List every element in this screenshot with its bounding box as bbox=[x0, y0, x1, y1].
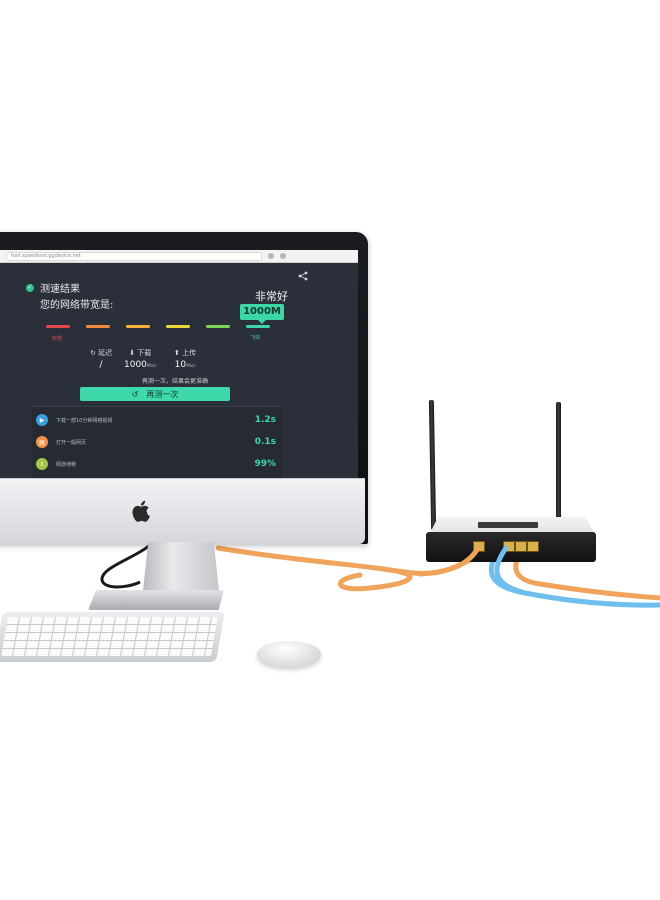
scale-low-label: 较慢 bbox=[52, 336, 63, 342]
blue-plug bbox=[494, 545, 525, 595]
result-title: 测速结果 bbox=[40, 284, 80, 295]
scale-seg-4 bbox=[166, 325, 190, 328]
router-port-lan-3 bbox=[527, 541, 539, 552]
keyboard-keys bbox=[1, 617, 218, 656]
browser-toolbar: tool.speedtest.ggdevice.net bbox=[0, 250, 358, 263]
detail-row: ✌ 网游通畅 99% bbox=[36, 453, 276, 475]
black-power-cable bbox=[100, 534, 160, 589]
retest-button[interactable]: ↺ 再测一次 bbox=[80, 387, 230, 401]
router-antenna-right bbox=[556, 402, 561, 530]
metric-unit: Mb/s bbox=[146, 363, 157, 368]
detail-row: ▤ 打开一般网页 0.1s bbox=[36, 431, 276, 453]
orange-cable-right bbox=[513, 545, 660, 601]
monitor-chin bbox=[0, 478, 365, 544]
detail-row: ▶ 下载一部10分钟网络视频 1.2s bbox=[36, 409, 276, 431]
speed-scale bbox=[46, 325, 282, 329]
browser-menu-icon[interactable] bbox=[268, 253, 274, 259]
retest-tip: 再测一次，结果会更准确 bbox=[141, 378, 208, 385]
download-icon: ⬇ bbox=[129, 349, 138, 357]
blue-cable bbox=[488, 545, 660, 608]
monitor-stand-foot bbox=[88, 590, 224, 610]
metric-download: ⬇ 下载 1000Mb/s bbox=[124, 348, 156, 370]
scale-seg-3 bbox=[126, 325, 150, 328]
scale-seg-5 bbox=[206, 325, 230, 328]
detail-value: 0.1s bbox=[254, 437, 276, 447]
scale-seg-2 bbox=[86, 325, 110, 328]
detail-value: 1.2s bbox=[254, 415, 276, 425]
keyboard bbox=[0, 612, 225, 662]
mouse bbox=[257, 641, 321, 667]
latency-icon: ↻ bbox=[90, 349, 99, 357]
web-icon: ▤ bbox=[36, 436, 48, 448]
address-bar[interactable]: tool.speedtest.ggdevice.net bbox=[6, 251, 262, 261]
metric-value: / bbox=[99, 360, 103, 370]
router-port-lan-1 bbox=[503, 541, 515, 552]
scale-seg-6 bbox=[246, 325, 270, 328]
apple-logo-icon bbox=[132, 500, 150, 522]
router-port-lan-2 bbox=[515, 541, 527, 552]
metric-value: 1000 bbox=[124, 360, 147, 370]
metric-latency: ↻ 延迟 / bbox=[90, 348, 112, 370]
detail-label: 网游通畅 bbox=[56, 461, 77, 468]
video-icon: ▶ bbox=[36, 414, 48, 426]
grade-badge: 1000M bbox=[240, 304, 284, 324]
orange-plug-wan bbox=[417, 545, 481, 577]
speed-test-app: ✓ 测速结果 您的网络带宽是: 非常好 1000M 较慢 飞快 ↻ 延迟 bbox=[0, 263, 358, 478]
metric-unit: Mb/s bbox=[186, 363, 196, 368]
check-icon: ✓ bbox=[26, 283, 34, 292]
game-icon: ✌ bbox=[36, 458, 48, 470]
upload-icon: ⬆ bbox=[174, 349, 183, 357]
router-logo-icon bbox=[478, 522, 538, 528]
details-panel: ▶ 下载一部10分钟网络视频 1.2s ▤ 打开一般网页 0.1s ✌ 网游通畅… bbox=[32, 406, 282, 478]
detail-label: 下载一部10分钟网络视频 bbox=[56, 417, 113, 424]
metric-label: 延迟 bbox=[98, 349, 113, 357]
grade-text: 非常好 bbox=[255, 290, 288, 303]
browser-profile-icon[interactable] bbox=[280, 253, 286, 259]
scale-high-label: 飞快 bbox=[250, 335, 261, 341]
detail-label: 打开一般网页 bbox=[56, 439, 87, 446]
orange-cable-loop bbox=[337, 569, 413, 592]
retest-button-label: 再测一次 bbox=[146, 389, 179, 399]
result-header: ✓ 测速结果 bbox=[26, 280, 80, 295]
share-icon[interactable] bbox=[298, 271, 308, 281]
metric-upload: ⬆ 上传 10Mb/s bbox=[174, 348, 196, 370]
monitor-screen: tool.speedtest.ggdevice.net ✓ 测速结果 您的网络带… bbox=[0, 250, 358, 478]
metric-label: 下载 bbox=[137, 349, 152, 357]
scale-seg-1 bbox=[46, 325, 70, 328]
refresh-icon: ↺ bbox=[131, 389, 139, 399]
metric-label: 上传 bbox=[182, 349, 197, 357]
bandwidth-label: 您的网络带宽是: bbox=[40, 300, 114, 311]
detail-value: 99% bbox=[254, 459, 276, 469]
metric-value: 10 bbox=[174, 360, 187, 370]
